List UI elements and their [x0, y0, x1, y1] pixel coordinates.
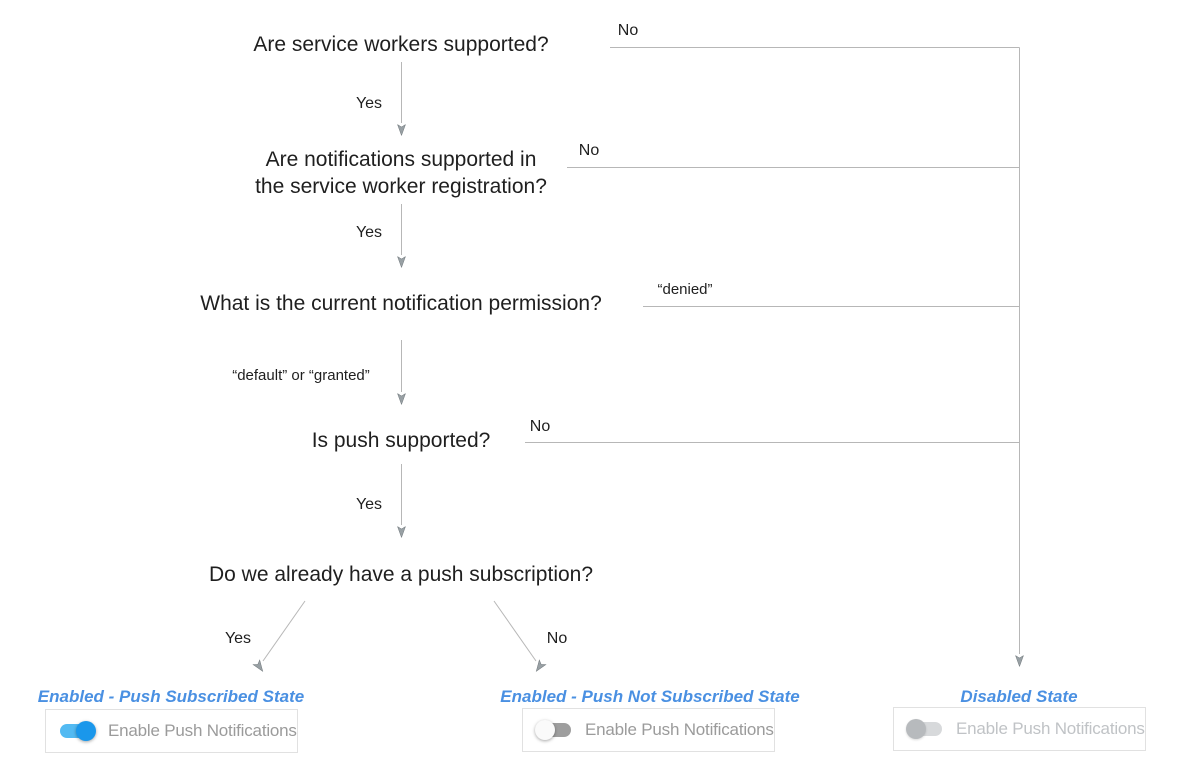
arrowhead-diagonal-right-icon: [535, 659, 547, 672]
push-card-subscribed: Enable Push Notifications: [45, 709, 298, 753]
push-toggle-off[interactable]: [535, 720, 573, 740]
push-toggle-on[interactable]: [58, 721, 96, 741]
arrowhead-diagonal-left-icon: [252, 659, 264, 672]
edge-label-q3-denied: “denied”: [657, 281, 713, 298]
edge-label-q2-yes: Yes: [355, 224, 383, 241]
toggle-knob: [76, 721, 96, 741]
arrowhead-down-icon: [1015, 654, 1024, 668]
push-toggle-label: Enable Push Notifications: [108, 721, 297, 740]
edge-q5-no-line: [493, 600, 537, 662]
question-service-workers-supported: Are service workers supported?: [253, 33, 549, 56]
question-line-1: Are notifications supported in: [265, 148, 537, 171]
question-notifications-supported: Are notifications supported in the servi…: [221, 146, 581, 200]
edge-label-q5-yes: Yes: [224, 630, 252, 647]
edge-label-q2-no: No: [578, 142, 600, 159]
push-card-not-subscribed: Enable Push Notifications: [522, 708, 775, 752]
edge-label-q4-yes: Yes: [355, 496, 383, 513]
question-line-2: the service worker registration?: [255, 175, 547, 198]
question-push-subscription: Do we already have a push subscription?: [208, 563, 594, 586]
arrowhead-down-icon: [397, 392, 406, 406]
state-title-push-not-subscribed: Enabled - Push Not Subscribed State: [500, 687, 800, 706]
edge-label-q4-no: No: [529, 418, 551, 435]
arrowhead-down-icon: [397, 255, 406, 269]
arrowhead-down-icon: [397, 123, 406, 137]
push-toggle-label: Enable Push Notifications: [956, 719, 1145, 738]
edge-label-q1-no: No: [617, 22, 639, 39]
question-notification-permission: What is the current notification permiss…: [200, 292, 602, 315]
toggle-knob: [535, 720, 555, 740]
edge-q5-yes-line: [262, 600, 306, 662]
edge-label-q1-yes: Yes: [355, 95, 383, 112]
edge-label-q3-default-granted: “default” or “granted”: [232, 367, 370, 384]
arrowhead-down-icon: [397, 525, 406, 539]
state-title-disabled: Disabled State: [960, 687, 1078, 706]
push-card-disabled: Enable Push Notifications: [893, 707, 1146, 751]
push-toggle-label: Enable Push Notifications: [585, 720, 774, 739]
edge-label-q5-no: No: [546, 630, 568, 647]
push-toggle-disabled: [906, 719, 944, 739]
toggle-knob: [906, 719, 926, 739]
state-title-push-subscribed: Enabled - Push Subscribed State: [37, 687, 305, 706]
question-push-supported: Is push supported?: [311, 429, 491, 452]
